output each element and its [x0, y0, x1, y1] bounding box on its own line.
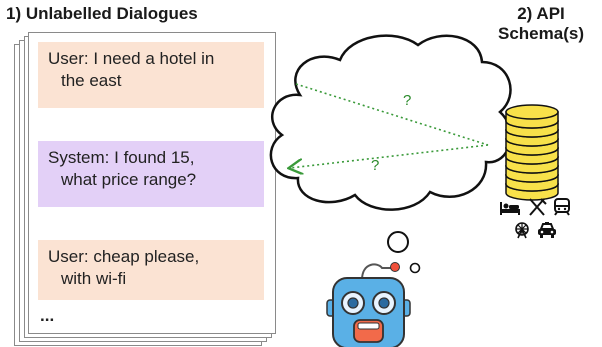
api-schema-title-line1: 2) API [517, 4, 565, 23]
api-icons-row1 [494, 198, 576, 221]
user-turn-2: User: cheap please, with wi-fi [38, 240, 264, 300]
question-mark-bottom: ? [371, 157, 380, 174]
system-turn-line1: System: I found 15, [48, 148, 195, 167]
ellipsis: ... [40, 306, 55, 325]
coin-top [505, 104, 559, 120]
api-schema-title: 2) API Schema(s) [486, 4, 596, 44]
question-mark-top: ? [403, 92, 412, 109]
user-turn-1-line2: the east [61, 71, 122, 90]
system-turn-line2: what price range? [61, 170, 197, 189]
hotel-bed-icon [499, 199, 527, 221]
api-schema-title-line2: Schema(s) [498, 24, 584, 43]
thought-bubble-large [387, 231, 409, 253]
user-turn-1: User: I need a hotel in the east [38, 42, 264, 108]
system-turn: System: I found 15, what price range? [38, 141, 264, 207]
restaurant-icon [527, 198, 553, 221]
attraction-icon [513, 222, 537, 244]
api-domain-icons [494, 198, 576, 244]
train-icon [553, 198, 571, 221]
arrow-dialogue-to-schema [295, 83, 489, 146]
user-turn-2-line2: with wi-fi [61, 269, 127, 288]
api-icons-row2 [494, 221, 576, 244]
user-turn-2-line1: User: cheap please, [48, 247, 200, 266]
robot-icon [326, 262, 411, 347]
user-turn-1-line1: User: I need a hotel in [48, 49, 215, 68]
thought-cloud [269, 34, 512, 211]
arrow-schema-to-dialogue [290, 144, 489, 168]
thought-bubble-small [409, 262, 421, 274]
dialogues-title: 1) Unlabelled Dialogues [6, 4, 198, 23]
taxi-icon [537, 222, 557, 244]
schema-coin-stack-icon [505, 104, 559, 201]
